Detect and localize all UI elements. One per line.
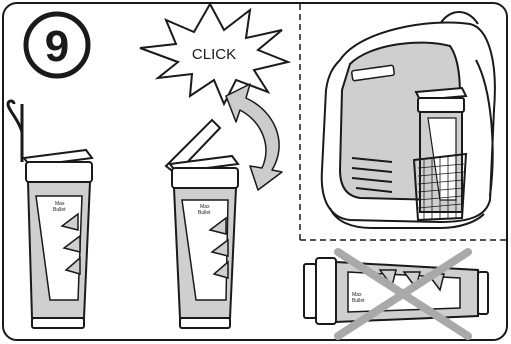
step-badge: 9: [23, 11, 91, 79]
backpack: [320, 11, 496, 229]
backpack-handle: [439, 11, 479, 25]
step-number: 9: [45, 22, 69, 71]
bottle-horizontal-prohibited: Max Bullet: [303, 248, 489, 340]
prohibited-cross-icon: [334, 248, 472, 340]
svg-text:Max: Max: [200, 204, 210, 210]
click-label: CLICK: [192, 46, 236, 63]
svg-text:Bullet: Bullet: [352, 298, 365, 304]
svg-text:Bullet: Bullet: [53, 207, 66, 213]
svg-text:Max: Max: [55, 201, 65, 207]
rotate-arrow-icon: [225, 83, 283, 191]
bottle-open: Max Bullet: [164, 118, 240, 329]
click-burst-icon: CLICK: [139, 1, 292, 107]
svg-text:Bullet: Bullet: [198, 210, 211, 216]
svg-text:Max: Max: [352, 292, 362, 298]
hook-icon: [6, 99, 24, 133]
bottle-closed: Max Bullet: [6, 99, 94, 329]
